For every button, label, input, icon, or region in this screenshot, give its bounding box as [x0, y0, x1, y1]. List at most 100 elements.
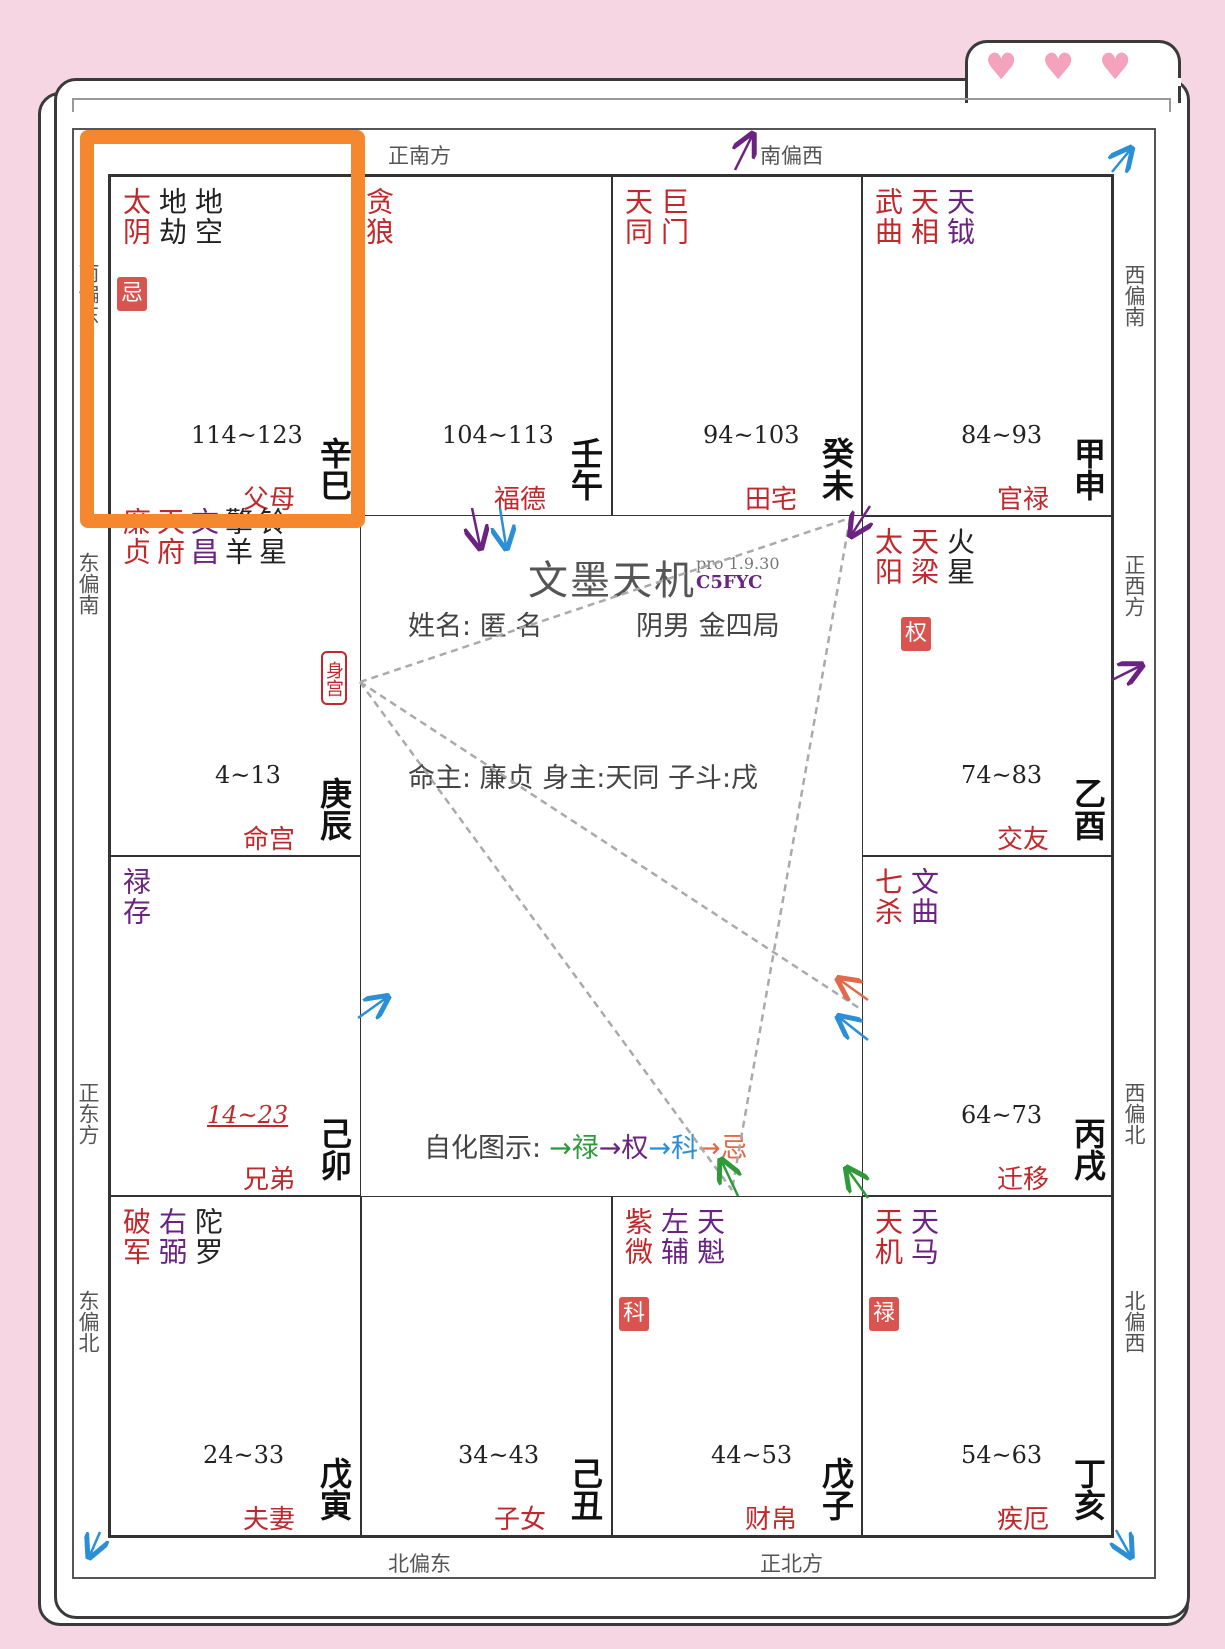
- dir-bottom-right: 正北方: [760, 1552, 823, 1576]
- star: 天相: [907, 187, 940, 247]
- legend-lu: →禄: [549, 1133, 599, 1164]
- star: 禄存: [119, 867, 152, 927]
- star: 文曲: [907, 867, 940, 927]
- arrow-icon: [90, 1531, 100, 1555]
- arrow-icon: [852, 505, 870, 534]
- star: 天马: [907, 1207, 940, 1267]
- ganzhi: 戊子: [817, 1457, 855, 1521]
- star: 天梁: [907, 527, 940, 587]
- ganzhi: 壬午: [566, 437, 604, 501]
- highlight-box: [80, 130, 365, 528]
- palace-hai[interactable]: 天机 天马 禄 54~63 疾厄 丁亥: [862, 1196, 1112, 1536]
- chart-code: C5FYC: [696, 572, 763, 593]
- app-version: pro 1.9.30: [696, 554, 780, 573]
- arrow-icon: [472, 507, 480, 546]
- palace-name: 财帛: [745, 1505, 798, 1535]
- palace-name: 交友: [997, 825, 1050, 855]
- masters-line: 命主: 廉贞 身主:天同 子斗:戌: [408, 763, 759, 794]
- palace-wei[interactable]: 天同 巨门 94~103 田宅 癸未: [612, 176, 862, 516]
- age-range: 34~43: [458, 1441, 540, 1469]
- age-range: 94~103: [703, 421, 800, 449]
- ganzhi: 癸未: [817, 437, 855, 501]
- star: 天同: [621, 187, 654, 247]
- star: 天机: [871, 1207, 904, 1267]
- ganzhi: 己卯: [315, 1117, 353, 1181]
- dir-left-mid2: 正东方: [76, 1082, 100, 1145]
- palace-chen[interactable]: 廉贞 天府 文昌 擎羊 铃星 身宫 4~13 命宫 庚辰: [110, 507, 361, 856]
- star-list: 破军 右弼 陀罗: [119, 1207, 224, 1267]
- legend-ke: →科: [648, 1133, 698, 1164]
- palace-chou[interactable]: 34~43 子女 己丑: [361, 1196, 612, 1536]
- star: 太阴: [119, 187, 152, 247]
- palace-yin[interactable]: 破军 右弼 陀罗 24~33 夫妻 戊寅: [110, 1196, 361, 1536]
- star: 左辅: [657, 1207, 690, 1267]
- ganzhi: 庚辰: [315, 777, 353, 841]
- palace-name: 田宅: [745, 485, 798, 515]
- star-list: 紫微 左辅 天魁: [621, 1207, 726, 1267]
- lu-badge: 禄: [869, 1297, 899, 1331]
- star-list: 太阳 天梁 火星: [871, 527, 976, 587]
- star: 七杀: [871, 867, 904, 927]
- age-range: 4~13: [215, 761, 281, 789]
- triangle-lines: [358, 516, 863, 1191]
- palace-name: 疾厄: [997, 1505, 1050, 1535]
- dir-right-bottom: 北偏西: [1122, 1290, 1146, 1353]
- ganzhi: 乙酉: [1069, 777, 1107, 841]
- name-line: 姓名: 匿 名: [408, 611, 543, 642]
- dir-top-left: 正南方: [388, 144, 451, 168]
- palace-name: 夫妻: [243, 1505, 296, 1535]
- app-title: 文墨天机: [528, 558, 696, 604]
- age-range: 44~53: [711, 1441, 793, 1469]
- star: 地劫: [155, 187, 188, 247]
- star: 地空: [191, 187, 224, 247]
- legend: 自化图示: →禄 →权 →科 →忌: [424, 1126, 748, 1165]
- age-range: 104~113: [442, 421, 554, 449]
- heart-icon: ♥: [1099, 47, 1132, 88]
- palace-name: 兄弟: [243, 1165, 296, 1195]
- palace-wu[interactable]: 贪狼 104~113 福德 壬午: [361, 176, 612, 516]
- arrow-icon: [1112, 150, 1130, 172]
- star: 太阳: [871, 527, 904, 587]
- palace-name: 父母: [243, 485, 296, 515]
- arrow-icon: [848, 1170, 868, 1199]
- arrow-icon: [500, 507, 506, 546]
- star: 武曲: [871, 187, 904, 247]
- palace-zi[interactable]: 紫微 左辅 天魁 科 44~53 财帛 戊子: [612, 1196, 862, 1536]
- star-list: 天机 天马: [871, 1207, 940, 1267]
- age-range: 114~123: [191, 421, 303, 449]
- shen-gong-badge: 身宫: [321, 651, 347, 705]
- palace-name: 福德: [494, 485, 547, 515]
- palace-name: 官禄: [997, 485, 1050, 515]
- arrow-icon: [735, 136, 752, 171]
- ganzhi: 丙戌: [1069, 1117, 1107, 1181]
- palace-mao[interactable]: 禄存 14~23 兄弟 己卯: [110, 856, 361, 1196]
- star: 破军: [119, 1207, 152, 1267]
- heart-icon: ♥: [985, 47, 1018, 88]
- age-range: 24~33: [203, 1441, 285, 1469]
- gender-bureau: 阴男 金四局: [636, 611, 780, 642]
- palace-you[interactable]: 太阳 天梁 火星 权 74~83 交友 乙酉: [862, 516, 1112, 856]
- palace-shen[interactable]: 武曲 天相 天钺 84~93 官禄 甲申: [862, 176, 1112, 516]
- star: 陀罗: [191, 1207, 224, 1267]
- legend-label: 自化图示:: [424, 1133, 542, 1164]
- ziwei-chart: 太阴 地劫 地空 忌 114~123 父母 辛巳 贪狼 104~113 福德 壬…: [108, 174, 1114, 1538]
- palace-name: 迁移: [997, 1165, 1050, 1195]
- arrow-icon: [1116, 1529, 1130, 1555]
- star-list: 贪狼: [362, 187, 395, 247]
- star-list: 天同 巨门: [621, 187, 690, 247]
- star: 天魁: [693, 1207, 726, 1267]
- dir-left-bottom: 东偏北: [76, 1290, 100, 1353]
- dir-left-mid1: 东偏南: [76, 552, 100, 615]
- arrow-icon: [357, 998, 386, 1018]
- star: 右弼: [155, 1207, 188, 1267]
- header-tab: [965, 40, 1181, 103]
- ganzhi: 己丑: [566, 1457, 604, 1521]
- ganzhi: 戊寅: [315, 1457, 353, 1521]
- age-range: 84~93: [961, 421, 1043, 449]
- palace-si[interactable]: 太阴 地劫 地空 忌 114~123 父母 辛巳: [110, 176, 361, 516]
- star-list: 七杀 文曲: [871, 867, 940, 927]
- dir-right-top: 西偏南: [1122, 264, 1146, 327]
- palace-xu[interactable]: 七杀 文曲 64~73 迁移 丙戌: [862, 856, 1112, 1196]
- dir-right-mid1: 正西方: [1122, 554, 1146, 617]
